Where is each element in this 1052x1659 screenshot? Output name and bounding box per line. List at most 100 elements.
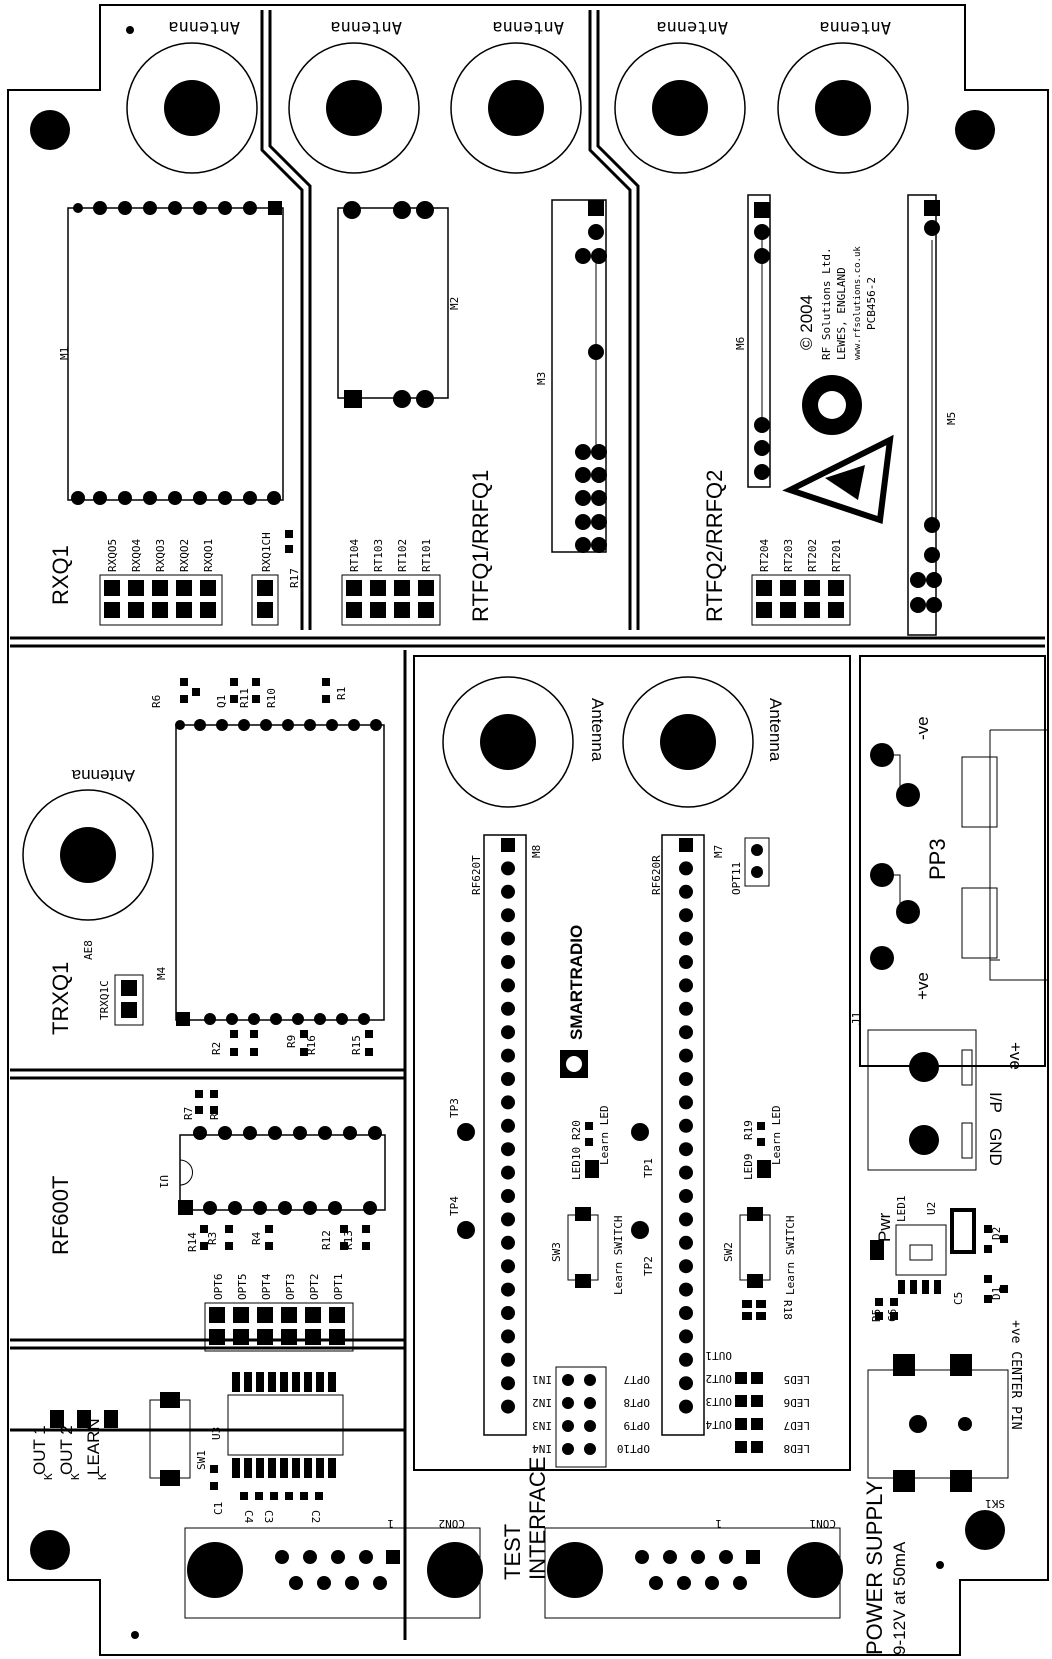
module-pin — [501, 978, 515, 993]
c3-label: C3 — [262, 1510, 275, 1523]
rf600t-label: RF600T — [48, 1176, 73, 1255]
c2-label: C2 — [309, 1510, 322, 1523]
led9-parts — [757, 1122, 771, 1178]
antenna-top-row — [126, 42, 909, 174]
module-pin — [501, 955, 515, 969]
opt9-label: OPT9 — [624, 1419, 651, 1432]
pp3-neg-label: -ve — [913, 716, 932, 740]
trxq1-smd-parts — [180, 678, 373, 1056]
module-pin — [501, 1352, 515, 1367]
sw3-label: SW3 — [550, 1242, 563, 1262]
c1-label: C1 — [212, 1502, 225, 1515]
board-outline — [7, 4, 1049, 1656]
sw2-label: SW2 — [722, 1242, 735, 1262]
antenna-4 — [614, 42, 746, 174]
out2-k-label: K — [69, 1473, 82, 1480]
out-led-parts — [735, 1372, 763, 1453]
module-pin — [501, 1189, 515, 1203]
u1-label: U1 — [157, 1175, 170, 1188]
con1-connector — [544, 1527, 843, 1619]
smartradio-text: SMARTRADIO — [567, 925, 586, 1040]
pwr-led — [870, 1240, 884, 1260]
antenna-1 — [126, 42, 258, 174]
m8-pins — [501, 838, 515, 1414]
module-pin — [501, 861, 515, 876]
m7-label: M7 — [712, 845, 725, 858]
rtfq2-label: RTFQ2/RRFQ2 — [702, 470, 727, 622]
module-pin — [501, 1329, 515, 1344]
sk1-jack — [867, 1354, 1009, 1492]
out2-label: OUT 2 — [57, 1425, 76, 1475]
rtfq1-label: RTFQ1/RRFQ1 — [468, 470, 493, 622]
opt5-label: OPT5 — [236, 1274, 249, 1301]
module-m7-outline — [661, 834, 705, 1436]
diodes — [875, 1225, 1008, 1320]
module-m4-outline — [175, 724, 385, 1021]
antenna-label-5: Antenna — [819, 17, 891, 37]
module-pin — [679, 1235, 693, 1250]
m3-pins — [575, 200, 607, 553]
m2-pins — [343, 201, 434, 408]
tp4-label: TP4 — [448, 1196, 461, 1216]
in4-label: IN4 — [532, 1442, 552, 1455]
sw2-learn-switch-label: Learn SWITCH — [784, 1216, 797, 1295]
module-pin — [501, 1259, 515, 1274]
module-pin — [679, 908, 693, 923]
sk1-label: SK1 — [985, 1497, 1005, 1510]
m7-pins — [679, 838, 693, 1414]
rf600t-smd-parts — [195, 1090, 370, 1250]
module-pin — [501, 1282, 515, 1297]
led10-label: LED10 — [570, 1147, 583, 1180]
r17-label: R17 — [288, 568, 301, 588]
module-m1-outline — [67, 207, 284, 501]
power-supply-label: POWER SUPPLY — [862, 1480, 887, 1655]
antenna-rf620r — [622, 676, 754, 808]
module-pin — [501, 1048, 515, 1063]
company-text: RF Solutions Ltd. — [820, 247, 833, 360]
learn-label: LEARN — [84, 1418, 103, 1475]
led10-learn-led-label: Learn LED — [598, 1105, 611, 1165]
module-pin — [501, 1072, 515, 1086]
led6-label: LED6 — [784, 1396, 811, 1409]
module-pin — [679, 1001, 693, 1016]
antenna-label-2: Antenna — [330, 17, 402, 37]
in2-label: IN2 — [532, 1396, 552, 1409]
sw1-label: SW1 — [195, 1450, 208, 1470]
rf620r-label: RF620R — [650, 855, 663, 895]
rf620r-antenna-label: Antenna — [766, 698, 785, 762]
r4-label: R4 — [250, 1231, 263, 1245]
rxqo2-label: RXQO2 — [178, 539, 191, 572]
module-pin — [501, 1306, 515, 1320]
esd-warning-icon — [782, 375, 894, 525]
smartradio-logo: SMARTRADIO — [560, 925, 588, 1078]
opt11-header — [744, 837, 770, 887]
led8-label: LED8 — [784, 1442, 811, 1455]
m2-label: M2 — [448, 297, 461, 310]
m4-pins — [175, 719, 382, 1026]
rt104-label: RT104 — [348, 539, 361, 572]
opt4-label: OPT4 — [260, 1273, 273, 1300]
antenna-2 — [288, 42, 420, 174]
rt2-header — [751, 574, 851, 626]
tp1-label: TP1 — [642, 1158, 655, 1178]
r16-label: R16 — [305, 1035, 318, 1055]
rt203-label: RT203 — [782, 539, 795, 572]
mounting-holes — [30, 110, 1005, 1570]
r6-label: R6 — [150, 695, 163, 708]
tp3-label: TP3 — [448, 1098, 461, 1118]
r7-label: R7 — [182, 1107, 195, 1120]
u3-caps — [210, 1465, 323, 1500]
rt204-label: RT204 — [758, 539, 771, 572]
con1-pin1-label: 1 — [715, 1517, 722, 1530]
m6-pins — [754, 202, 770, 480]
opt2-label: OPT2 — [308, 1274, 321, 1301]
module-pin — [679, 1259, 693, 1274]
rxqo3-label: RXQO3 — [154, 539, 167, 572]
c4-label: C4 — [242, 1510, 255, 1524]
trxq1-label: TRXQ1 — [48, 962, 73, 1035]
j1-connector — [867, 1029, 977, 1171]
out1-pin-label: OUT1 — [706, 1349, 733, 1362]
led10-parts — [585, 1122, 599, 1178]
pp3-battery — [870, 729, 1049, 981]
